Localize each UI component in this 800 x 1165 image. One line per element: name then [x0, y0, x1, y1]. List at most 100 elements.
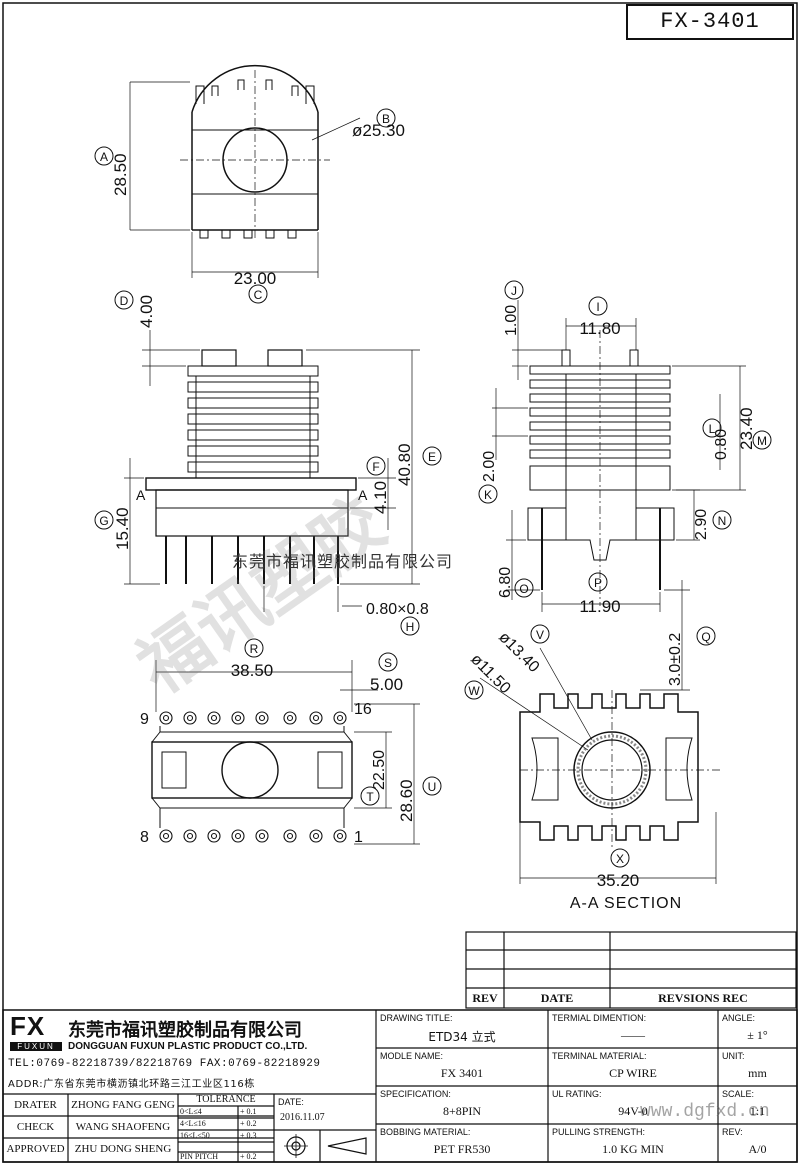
- pin-1: 1: [354, 829, 363, 846]
- label-P: P: [594, 576, 602, 590]
- unit-value: mm: [748, 1066, 767, 1080]
- url-watermark: www.dgfxd.cn: [640, 1102, 770, 1122]
- label-O: O: [519, 582, 528, 596]
- front-view: [124, 330, 420, 612]
- label-Q: Q: [701, 630, 710, 644]
- company-address: ADDR:广东省东莞市横沥镇北环路三江工业区116栋: [8, 1079, 255, 1090]
- dim-T: 22.50: [371, 750, 388, 790]
- label-S: S: [384, 656, 392, 670]
- dim-D: 4.00: [137, 295, 156, 328]
- drawing-title-value: ETD34 立式: [428, 1030, 496, 1044]
- terminal-material-value: CP WIRE: [609, 1066, 657, 1080]
- bobbin-material-label: BOBBING MATERIAL:: [380, 1127, 471, 1137]
- company-name-en: DONGGUAN FUXUN PLASTIC PRODUCT CO.,LTD.: [68, 1041, 308, 1052]
- unit-label: UNIT:: [722, 1051, 745, 1061]
- ul-rating-label: UL RATING:: [552, 1089, 602, 1099]
- label-K: K: [484, 488, 492, 502]
- label-G: G: [99, 514, 108, 528]
- dim-B: ø25.30: [352, 121, 405, 140]
- drawing-number: FX-3401: [626, 4, 794, 40]
- label-J: J: [511, 284, 517, 298]
- rev-label: REV:: [722, 1127, 743, 1137]
- dim-X: 35.20: [597, 871, 640, 890]
- specification-label: SPECIFICATION:: [380, 1089, 451, 1099]
- label-E: E: [428, 450, 436, 464]
- angle-label: ANGLE:: [722, 1013, 756, 1023]
- date-value: 2016.11.07: [280, 1112, 325, 1123]
- drawing-title-label: DRAWING TITLE:: [380, 1013, 453, 1023]
- dim-A: 28.50: [111, 153, 130, 196]
- scale-value: 1:1: [749, 1104, 766, 1118]
- label-R: R: [250, 642, 259, 656]
- pin-16: 16: [354, 701, 372, 718]
- approved-role: APPROVED: [6, 1143, 65, 1155]
- dim-U: 28.60: [397, 779, 416, 822]
- pin-8: 8: [140, 829, 149, 846]
- dim-R: 38.50: [231, 661, 274, 680]
- tolerance-title: TOLERANCE: [196, 1094, 256, 1105]
- dim-O: 6.80: [497, 567, 514, 598]
- label-A: A: [100, 150, 108, 164]
- section-title: A-A SECTION: [570, 895, 682, 912]
- rev-value: A/0: [748, 1142, 767, 1156]
- tolerance-range-1: 0<L≤4: [180, 1107, 202, 1116]
- dim-L: 0.80: [713, 429, 730, 460]
- tolerance-value-4: + 0.2: [240, 1152, 257, 1161]
- company-name-cn: 东莞市福讯塑胶制品有限公司: [68, 1020, 302, 1041]
- date-label: DATE:: [278, 1097, 304, 1107]
- dim-F: 4.10: [371, 481, 390, 514]
- rev-header-revisions: REVSIONS REC: [658, 991, 748, 1005]
- drater-role: DRATER: [14, 1099, 57, 1111]
- tolerance-value-3: + 0.3: [240, 1131, 257, 1140]
- company-logo: FX: [10, 1011, 46, 1041]
- ul-rating-value: 94V-0: [618, 1104, 648, 1118]
- approved-name: ZHU DONG SHENG: [74, 1143, 172, 1155]
- check-role: CHECK: [16, 1121, 55, 1133]
- company-watermark: 东莞市福讯塑胶制品有限公司: [232, 552, 454, 571]
- label-H: H: [406, 620, 415, 634]
- dim-E: 40.80: [395, 443, 414, 486]
- label-F: F: [372, 460, 379, 474]
- dim-G: 15.40: [113, 507, 132, 550]
- title-block-grid: [2, 1009, 798, 1163]
- label-M: M: [757, 434, 767, 448]
- label-N: N: [718, 514, 727, 528]
- dim-J: 1.00: [503, 305, 520, 336]
- pin-9: 9: [140, 711, 149, 728]
- drater-name: ZHONG FANG GENG: [71, 1099, 175, 1111]
- rev-header-date: DATE: [540, 991, 574, 1005]
- bobbin-material-value: PET FR530: [433, 1142, 491, 1156]
- dim-K: 2.00: [481, 451, 498, 482]
- dim-I: 11.80: [579, 319, 620, 338]
- revision-table-grid: [465, 931, 797, 1009]
- top-view: [129, 65, 361, 278]
- company-logo-sub: FUXUN: [10, 1042, 62, 1051]
- pulling-strength-label: PULLING STRENGTH:: [552, 1127, 646, 1137]
- label-I: I: [596, 300, 599, 314]
- dim-M: 23.40: [737, 407, 756, 450]
- scale-label: SCALE:: [722, 1089, 755, 1099]
- dim-N: 2.90: [693, 509, 710, 540]
- label-D: D: [120, 294, 129, 308]
- terminal-dimension-label: TERMIAL DIMENTION:: [552, 1013, 647, 1023]
- model-name-value: FX 3401: [440, 1066, 484, 1080]
- tolerance-range-4: PIN PITCH: [180, 1152, 219, 1161]
- label-T: T: [366, 790, 374, 804]
- tolerance-value-2: + 0.2: [240, 1119, 257, 1128]
- label-U: U: [428, 780, 437, 794]
- terminal-dimension-value: ——: [621, 1028, 645, 1042]
- specification-value: 8+8PIN: [442, 1104, 482, 1118]
- model-name-label: MODLE NAME:: [380, 1051, 444, 1061]
- terminal-material-label: TERMINAL MATERIAL:: [552, 1051, 647, 1061]
- section-marker-left: A: [136, 487, 146, 503]
- label-L: L: [709, 422, 716, 436]
- section-marker-right: A: [358, 487, 368, 503]
- side-view: [492, 300, 746, 691]
- angle-value: ± 1°: [747, 1028, 768, 1042]
- label-C: C: [254, 288, 263, 302]
- label-V: V: [536, 628, 544, 642]
- dim-Q: 3.0±0.2: [667, 633, 684, 686]
- company-tel-fax: TEL:0769-82218739/82218769 FAX:0769-8221…: [8, 1058, 321, 1070]
- tolerance-value-1: + 0.1: [240, 1107, 257, 1116]
